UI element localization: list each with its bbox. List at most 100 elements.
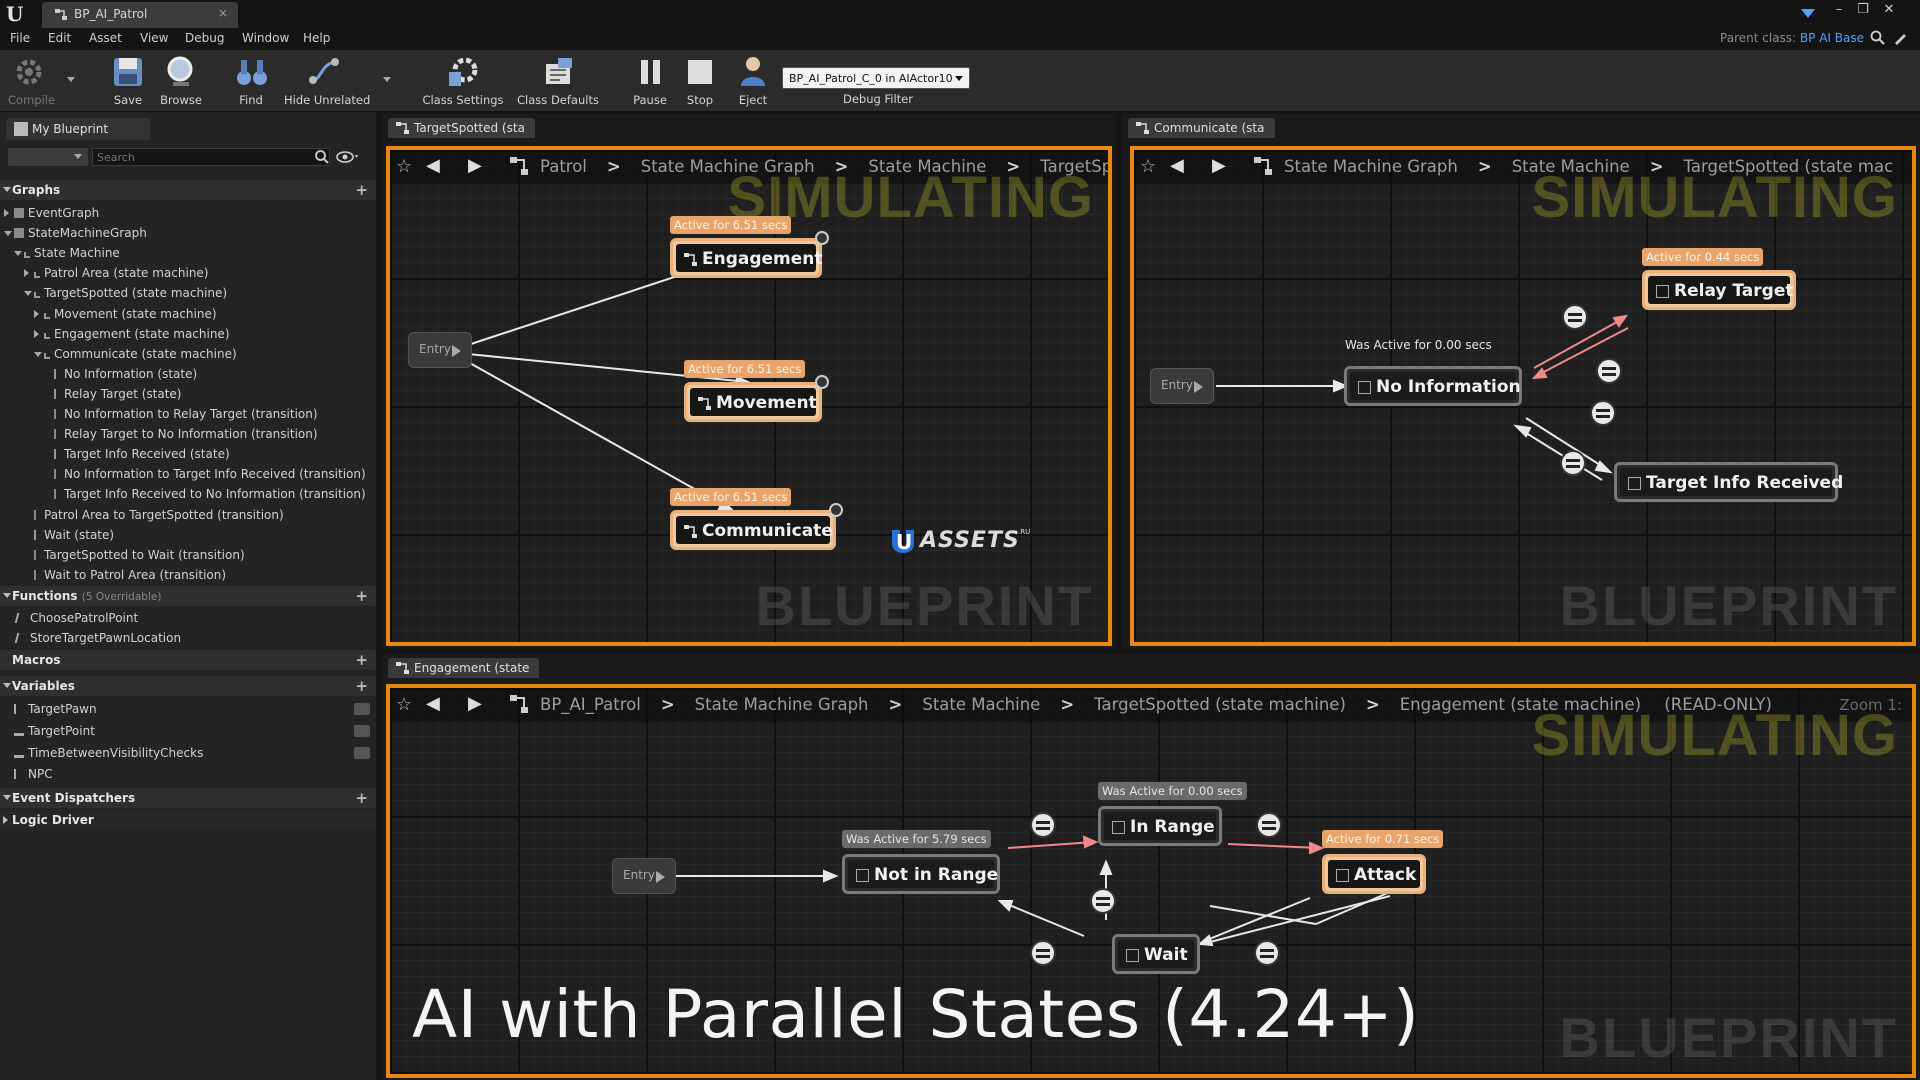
- graph-canvas[interactable]: ☆ ◀ ▶ BP_AI_Patrol>State Machine Graph>S…: [386, 684, 1916, 1078]
- graph-tree-item[interactable]: Movement (state machine): [44, 305, 217, 323]
- breadcrumb-item[interactable]: Patrol: [540, 157, 587, 176]
- save-button[interactable]: Save: [106, 54, 150, 107]
- state-node-attack[interactable]: Attack: [1322, 854, 1426, 894]
- graph-tree-item[interactable]: Relay Target (state): [54, 385, 182, 403]
- variable-type-pill[interactable]: [354, 703, 370, 715]
- event-dispatchers-section-header[interactable]: Event Dispatchers +: [0, 788, 376, 808]
- variable-item[interactable]: TargetPawn: [14, 700, 97, 718]
- graph-tree-item[interactable]: EventGraph: [14, 204, 99, 222]
- entry-node[interactable]: Entry: [1150, 368, 1214, 404]
- graph-tree-item[interactable]: Patrol Area to TargetSpotted (transition…: [34, 506, 284, 524]
- entry-node[interactable]: Entry: [408, 332, 472, 368]
- graph-tree-item[interactable]: Target Info Received to No Information (…: [54, 485, 366, 503]
- variable-type-pill[interactable]: [354, 747, 370, 759]
- notification-icon[interactable]: [1800, 6, 1816, 20]
- transition-rule-icon[interactable]: [1596, 358, 1622, 384]
- graph-canvas[interactable]: ☆ ◀ ▶ State Machine Graph>State Machine>…: [1130, 146, 1916, 646]
- add-macro-icon[interactable]: +: [355, 651, 368, 669]
- favorite-star-icon[interactable]: ☆: [1140, 156, 1157, 177]
- tree-expand-arrow-icon[interactable]: [34, 309, 39, 318]
- menu-asset[interactable]: Asset: [89, 31, 122, 45]
- breadcrumb-item[interactable]: State Machine: [1511, 157, 1630, 176]
- my-blueprint-tab[interactable]: My Blueprint: [6, 118, 150, 140]
- transition-rule-icon[interactable]: [1030, 812, 1056, 838]
- parent-class-link[interactable]: BP AI Base: [1799, 31, 1864, 45]
- function-item[interactable]: StoreTargetPawnLocation: [14, 629, 181, 647]
- class-defaults-button[interactable]: Class Defaults: [516, 54, 600, 107]
- maximize-button[interactable]: ❐: [1857, 2, 1869, 17]
- favorite-star-icon[interactable]: ☆: [396, 156, 413, 177]
- add-new-button[interactable]: [8, 148, 88, 166]
- breadcrumb-item[interactable]: State Machine: [922, 695, 1041, 714]
- minimize-button[interactable]: –: [1835, 2, 1843, 17]
- graph-tree-item[interactable]: StateMachineGraph: [14, 224, 147, 242]
- state-node-engagement[interactable]: Engagement: [670, 231, 829, 278]
- compile-options-chevron-icon[interactable]: [66, 76, 76, 84]
- graph-tree-item[interactable]: TargetSpotted (state machine): [34, 284, 227, 302]
- transition-rule-icon[interactable]: [1256, 812, 1282, 838]
- functions-section-header[interactable]: Functions (5 Overridable) +: [0, 586, 376, 606]
- find-button[interactable]: Find: [234, 54, 268, 107]
- hide-unrelated-button[interactable]: Hide Unrelated: [284, 54, 370, 107]
- menu-file[interactable]: File: [10, 31, 31, 45]
- menu-edit[interactable]: Edit: [48, 31, 72, 45]
- transition-rule-icon[interactable]: [1254, 940, 1280, 966]
- breadcrumb-item[interactable]: State Machine Graph: [640, 157, 815, 176]
- graph-tree-item[interactable]: State Machine: [24, 244, 120, 262]
- menu-window[interactable]: Window: [242, 31, 290, 45]
- view-options-eye-icon[interactable]: [336, 150, 360, 164]
- browse-button[interactable]: Browse: [156, 54, 206, 107]
- graph-tree-item[interactable]: No Information (state): [54, 365, 197, 383]
- transition-rule-icon[interactable]: [1590, 400, 1616, 426]
- stop-button[interactable]: Stop: [682, 54, 718, 107]
- favorite-star-icon[interactable]: ☆: [396, 694, 413, 715]
- menu-debug[interactable]: Debug: [185, 31, 225, 45]
- tree-collapse-arrow-icon[interactable]: [34, 351, 42, 357]
- close-button[interactable]: ✕: [1883, 2, 1895, 17]
- transition-rule-icon[interactable]: [1560, 450, 1586, 476]
- tree-expand-arrow-icon[interactable]: [34, 329, 39, 338]
- graph-tree-item[interactable]: Patrol Area (state machine): [34, 264, 209, 282]
- state-node-relay-target[interactable]: Relay Target: [1642, 270, 1796, 310]
- state-node-no-information[interactable]: No Information: [1344, 366, 1522, 406]
- communicate-graph-tab[interactable]: Communicate (sta: [1128, 118, 1275, 138]
- pause-button[interactable]: Pause: [630, 54, 670, 107]
- add-dispatcher-icon[interactable]: +: [355, 789, 368, 807]
- entry-node[interactable]: Entry: [612, 858, 676, 894]
- back-arrow-icon[interactable]: ◀: [426, 155, 440, 176]
- macros-section-header[interactable]: Macros +: [0, 650, 376, 670]
- graph-tree-item[interactable]: TargetSpotted to Wait (transition): [34, 546, 245, 564]
- graphs-section-header[interactable]: Graphs +: [0, 180, 376, 200]
- forward-arrow-icon[interactable]: ▶: [468, 693, 482, 714]
- add-graph-icon[interactable]: +: [355, 181, 368, 199]
- blueprint-search-input[interactable]: [92, 148, 330, 166]
- graph-tree-item[interactable]: Target Info Received (state): [54, 445, 230, 463]
- graph-tree-item[interactable]: Wait to Patrol Area (transition): [34, 566, 226, 584]
- state-node-in-range[interactable]: In Range: [1098, 806, 1222, 846]
- graph-tree-item[interactable]: Engagement (state machine): [44, 325, 230, 343]
- compile-button[interactable]: Compile: [8, 54, 55, 107]
- breadcrumb-item[interactable]: TargetSp: [1040, 157, 1112, 176]
- class-settings-button[interactable]: Class Settings: [422, 54, 504, 107]
- tree-collapse-arrow-icon[interactable]: [4, 231, 12, 237]
- forward-arrow-icon[interactable]: ▶: [468, 155, 482, 176]
- engagement-graph-tab[interactable]: Engagement (state: [388, 658, 540, 678]
- graph-canvas[interactable]: ☆ ◀ ▶ Patrol>State Machine Graph>State M…: [386, 146, 1112, 646]
- browse-parent-icon[interactable]: [1870, 30, 1886, 46]
- menu-view[interactable]: View: [140, 31, 169, 45]
- targetspotted-graph-tab[interactable]: TargetSpotted (sta: [388, 118, 535, 138]
- breadcrumb-item[interactable]: State Machine: [868, 157, 987, 176]
- logic-driver-section-header[interactable]: Logic Driver: [0, 810, 376, 830]
- variable-type-pill[interactable]: [354, 725, 370, 737]
- hide-unrelated-chevron-icon[interactable]: [382, 76, 392, 84]
- graph-tree-item[interactable]: Wait (state): [34, 526, 114, 544]
- forward-arrow-icon[interactable]: ▶: [1212, 155, 1226, 176]
- state-node-not-in-range[interactable]: Not in Range: [842, 854, 1000, 894]
- tab-close-icon[interactable]: ×: [217, 6, 228, 20]
- function-item[interactable]: ChoosePatrolPoint: [14, 609, 138, 627]
- tree-collapse-arrow-icon[interactable]: [24, 291, 32, 297]
- graph-tree-item[interactable]: No Information to Relay Target (transiti…: [54, 405, 318, 423]
- document-tab[interactable]: BP_AI_Patrol ×: [42, 2, 238, 28]
- graph-tree-item[interactable]: Communicate (state machine): [44, 345, 237, 363]
- graph-tree-item[interactable]: No Information to Target Info Received (…: [54, 465, 366, 483]
